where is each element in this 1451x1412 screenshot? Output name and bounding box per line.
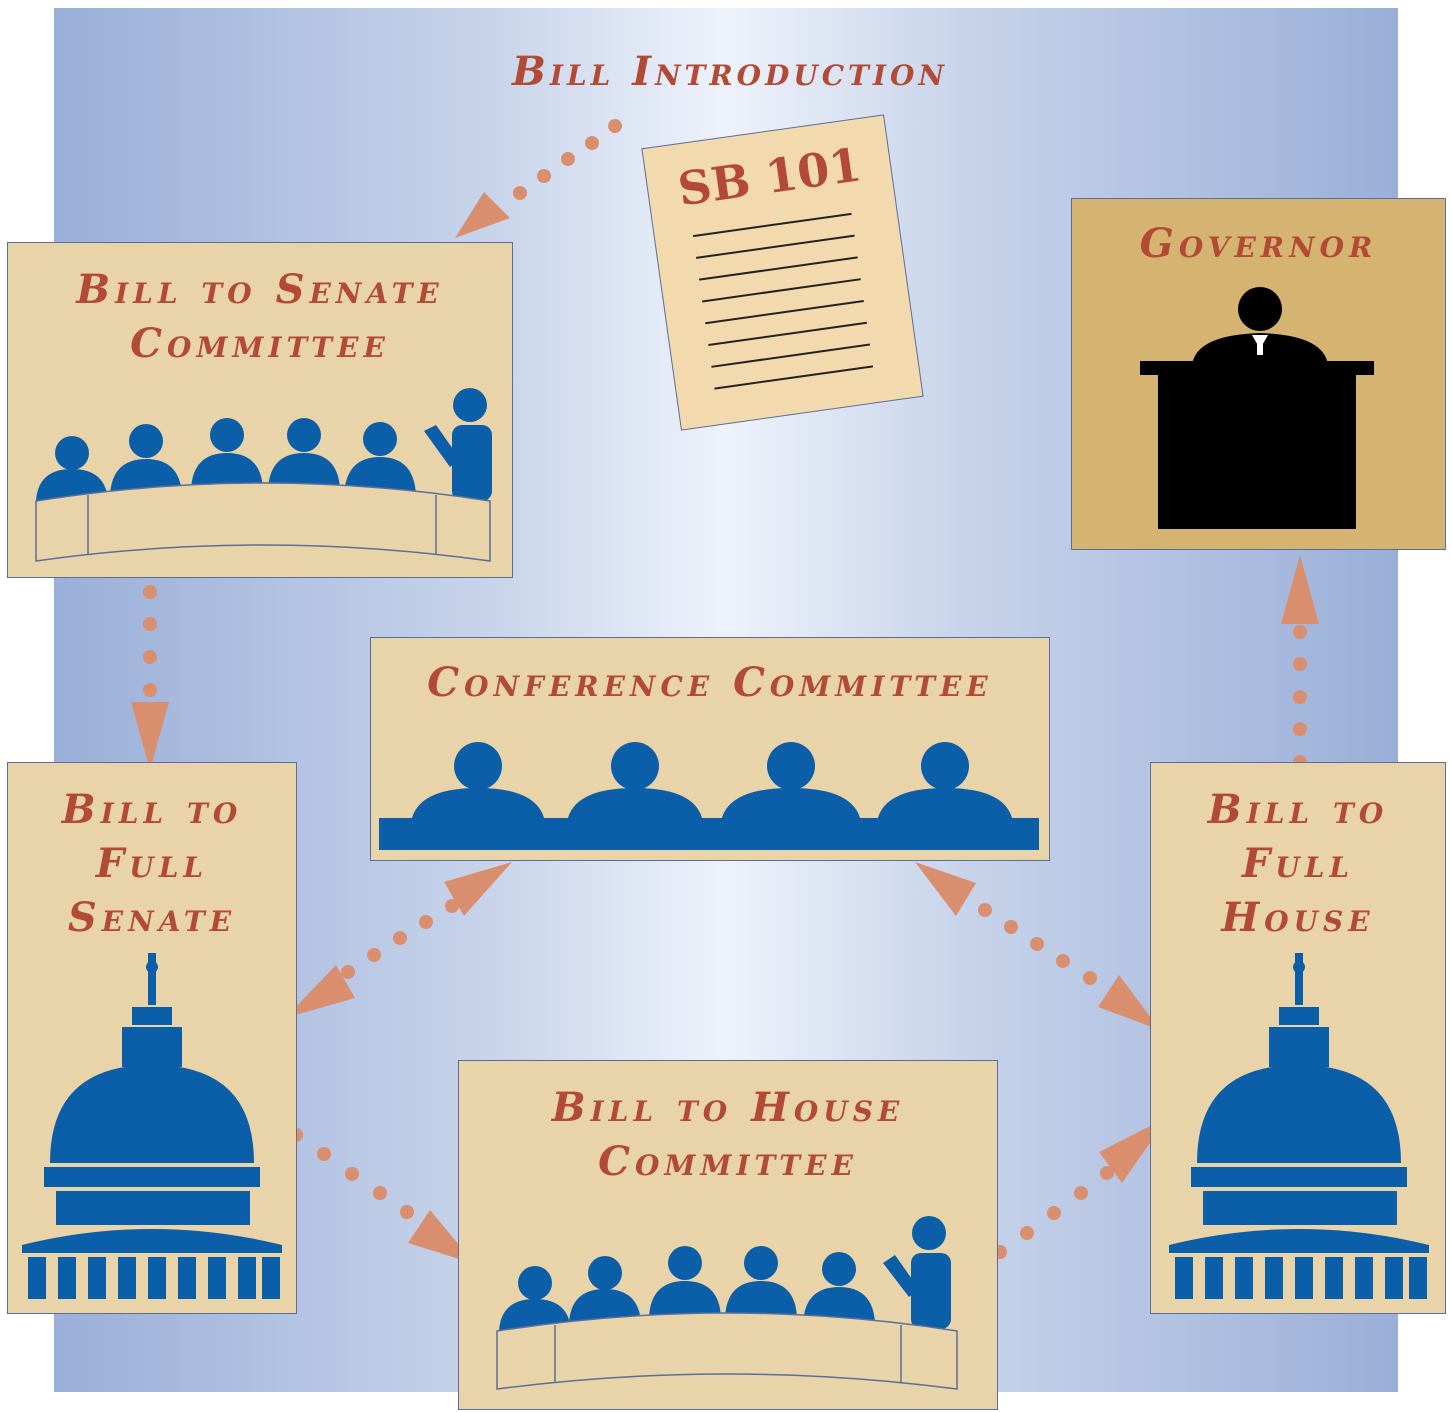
- governor-title: Governor: [1139, 220, 1378, 267]
- house-committee-box: Bill to House Committee: [458, 1060, 998, 1410]
- conference-committee-title: Conference Committee: [427, 659, 993, 706]
- document-line: [705, 299, 864, 325]
- capitol-dome-icon: [1169, 953, 1429, 1299]
- bill-number: SB 101: [674, 137, 865, 217]
- arrow-full-senate-to-house-committee: [289, 1128, 475, 1264]
- capitol-dome-icon: [22, 953, 282, 1299]
- full-house-box: Bill to Full House: [1150, 762, 1446, 1314]
- arrow-house-committee-to-full-house: [993, 1117, 1168, 1259]
- document-line: [692, 212, 852, 238]
- arrow-intro-to-senate-committee: [455, 119, 622, 238]
- arrow-full-senate-conference: [285, 862, 512, 1018]
- house-committee-title: Bill to House Committee: [551, 1084, 905, 1185]
- document-line: [699, 256, 858, 281]
- document-line: [708, 321, 867, 347]
- full-house-title: Bill to Full House: [1207, 786, 1389, 941]
- committee-table-icon: [496, 1216, 958, 1390]
- conference-committee-box: Conference Committee: [370, 637, 1050, 861]
- bill-document-icon: SB 101: [641, 114, 924, 431]
- document-line: [714, 365, 874, 390]
- full-senate-title: Bill to Full Senate: [61, 786, 243, 941]
- arrow-conference-full-house: [915, 862, 1160, 1030]
- senate-committee-title: Bill to Senate Committee: [76, 266, 444, 367]
- full-senate-box: Bill to Full Senate: [7, 762, 297, 1314]
- bill-introduction-title: Bill Introduction: [512, 48, 948, 95]
- governor-box: Governor: [1071, 198, 1446, 550]
- arrow-senate-committee-to-full-senate: [131, 585, 169, 770]
- document-line: [702, 278, 861, 303]
- arrow-full-house-to-governor: [1281, 555, 1319, 769]
- committee-table-icon: [379, 742, 1039, 850]
- podium-speaker-icon: [1140, 287, 1374, 529]
- committee-table-icon: [35, 388, 492, 562]
- document-line: [695, 234, 855, 259]
- senate-committee-box: Bill to Senate Committee: [7, 242, 513, 578]
- document-line: [711, 343, 871, 368]
